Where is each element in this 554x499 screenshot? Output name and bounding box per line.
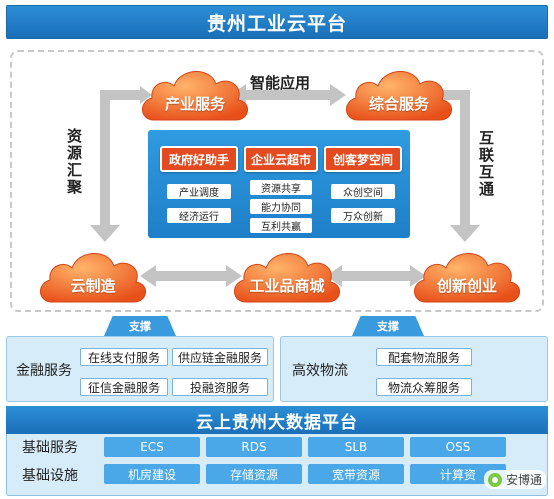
center-title-enterprise: 企业云超市 — [244, 146, 318, 172]
cloud-icon — [234, 253, 340, 303]
finance-item: 投融资服务 — [172, 378, 268, 396]
finance-item: 供应链金融服务 — [172, 348, 268, 366]
row-label-infrastructure: 基础设施 — [22, 468, 78, 484]
cloud-label: 综合服务 — [368, 95, 429, 113]
center-title-government: 政府好助手 — [160, 146, 238, 172]
center-item: 经济运行 — [167, 208, 231, 223]
cloud-label: 云制造 — [70, 277, 116, 295]
watermark: 安博通 — [483, 470, 546, 489]
infrastructure-item: 存储资源 — [206, 464, 302, 484]
center-item: 产业调度 — [167, 184, 231, 199]
center-item: 能力协同 — [250, 199, 312, 214]
cloud-label: 产业服务 — [164, 95, 225, 113]
cloud-icon — [40, 253, 146, 303]
center-item: 众创空间 — [331, 184, 395, 199]
infrastructure-item: 机房建设 — [104, 464, 200, 484]
cloud-label: 工业品商城 — [249, 277, 325, 295]
cloud-integrated-service: 综合服务 — [340, 58, 458, 126]
basic-service-item: OSS — [410, 437, 506, 457]
ecosystem-frame — [10, 50, 544, 312]
finance-label: 金融服务 — [16, 363, 72, 379]
center-item: 资源共享 — [250, 180, 312, 195]
watermark-text: 安博通 — [505, 473, 542, 487]
finance-item: 征信金融服务 — [80, 378, 168, 396]
cloud-icon — [142, 71, 248, 121]
platform-header: 贵州工业云平台 — [6, 5, 548, 39]
logistics-item: 物流众筹服务 — [376, 378, 472, 396]
cloud-icon — [346, 71, 452, 121]
row-label-basic-services: 基础服务 — [22, 440, 78, 456]
arrow-industry-integrated — [230, 84, 346, 106]
cloud-industry-service: 产业服务 — [136, 58, 254, 126]
label-smart-application: 智能应用 — [250, 74, 311, 92]
bigdata-platform-title: 云上贵州大数据平台 — [6, 406, 548, 434]
basic-service-item: RDS — [206, 437, 302, 457]
basic-service-item: SLB — [308, 437, 404, 457]
arrow-mall-innovation — [326, 265, 426, 287]
support-tag-logistics: 支撑 — [352, 316, 424, 336]
center-title-maker: 创客梦空间 — [324, 146, 402, 172]
cloud-label: 创新创业 — [436, 277, 497, 295]
basic-service-item: ECS — [104, 437, 200, 457]
support-tag-finance: 支撑 — [104, 316, 176, 336]
wechat-icon — [487, 472, 502, 487]
cloud-icon — [414, 253, 520, 303]
infrastructure-item: 计算资 — [410, 464, 506, 484]
cloud-industrial-mall: 工业品商城 — [228, 240, 346, 308]
label-interconnect: 互联互通 — [477, 130, 495, 198]
infrastructure-item: 宽带资源 — [308, 464, 404, 484]
center-item: 互利共赢 — [250, 218, 312, 233]
arrow-manufacturing-mall — [140, 265, 242, 287]
logistics-label: 高效物流 — [292, 363, 348, 379]
cloud-innovation-startup: 创新创业 — [408, 240, 526, 308]
finance-item: 在线支付服务 — [80, 348, 168, 366]
center-item: 万众创新 — [331, 208, 395, 223]
cloud-manufacturing: 云制造 — [34, 240, 152, 308]
arrow-resource-aggregation — [90, 86, 152, 242]
label-resource-aggregation: 资源汇聚 — [65, 128, 83, 196]
logistics-item: 配套物流服务 — [376, 348, 472, 366]
